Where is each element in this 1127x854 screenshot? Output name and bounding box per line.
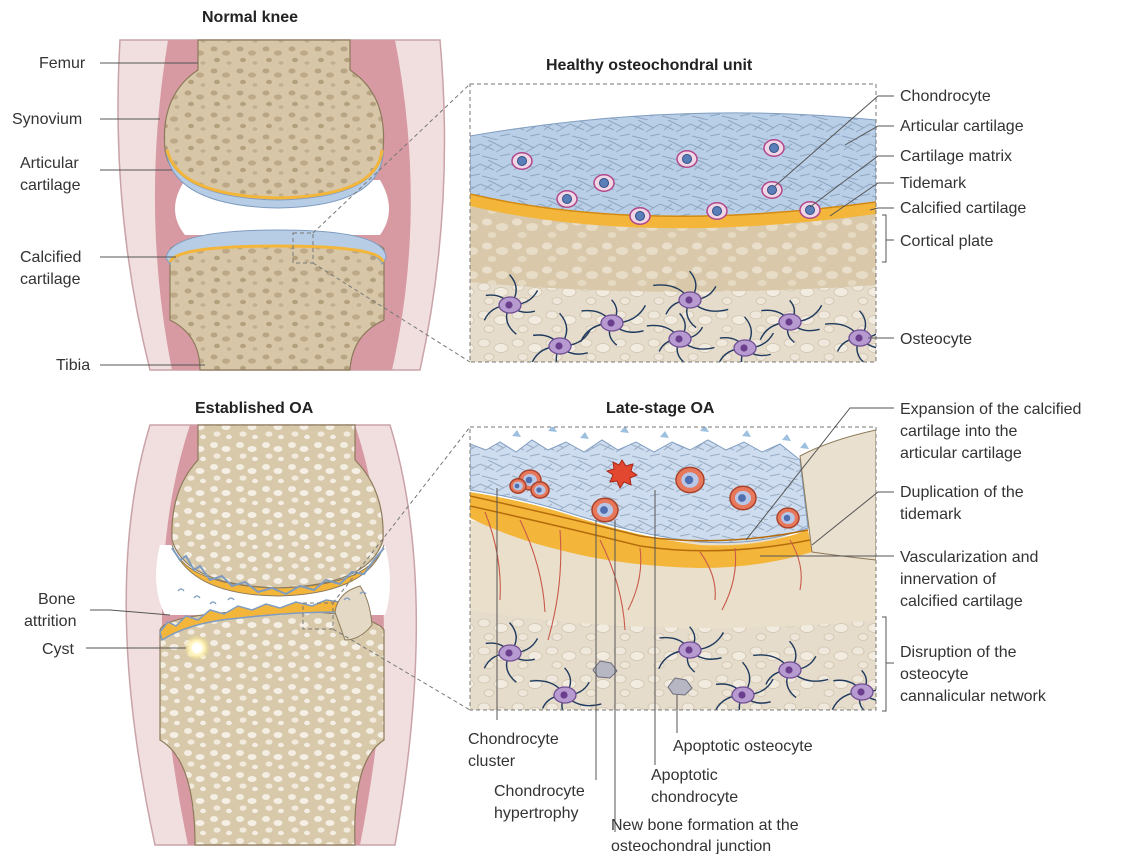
label-cartilage-matrix: Cartilage matrix [900,148,1012,165]
label-expansion-line3: articular cartilage [900,445,1022,462]
title-established-oa: Established OA [195,400,314,417]
label-disruption-line3: cannalicular network [900,688,1047,705]
label-apoptotic-chondrocyte-line2: chondrocyte [651,789,738,806]
label-disruption-line1: Disruption of the [900,644,1017,661]
label-tibia: Tibia [56,357,90,374]
label-hypertrophy-line2: hypertrophy [494,805,579,822]
chondrocyte [512,153,532,169]
hypertrophic-chondrocyte [531,482,549,498]
chondrocyte [800,202,820,218]
label-articular-cartilage: Articular cartilage [900,118,1024,135]
late-stage-panel [470,425,894,727]
label-duplication-line1: Duplication of the [900,484,1024,501]
title-late-stage-oa: Late-stage OA [606,400,715,417]
label-new-bone-line1: New bone formation at the [611,817,799,834]
label-vascular-line1: Vascularization and [900,549,1038,566]
label-disruption-line2: osteocyte [900,666,969,683]
chondrocyte [762,182,782,198]
osteocyte [554,687,576,703]
label-synovium: Synovium [12,111,82,128]
osteocyte [779,662,801,678]
hypertrophic-chondrocyte [676,467,704,492]
label-expansion-line2: cartilage into the [900,423,1018,440]
title-healthy-unit: Healthy osteochondral unit [546,57,753,74]
osteocyte [732,687,754,703]
label-calcified-line2: cartilage [20,271,81,288]
label-tidemark: Tidemark [900,175,967,192]
label-expansion-line1: Expansion of the calcified [900,401,1081,418]
osteocyte [499,645,521,661]
label-calcified-cartilage: Calcified cartilage [900,200,1026,217]
label-articular-line2: cartilage [20,177,81,194]
label-femur: Femur [39,55,86,72]
osteocyte [499,297,521,313]
label-cortical-plate: Cortical plate [900,233,993,250]
label-cyst: Cyst [42,641,75,658]
label-calcified-line1: Calcified [20,249,81,266]
osteocyte [601,315,623,331]
chondrocyte [594,175,614,191]
chondrocyte [630,208,650,224]
osteocyte [679,642,701,658]
hypertrophic-chondrocyte [510,479,526,493]
chondrocyte [557,191,577,207]
osteocyte [851,684,873,700]
label-new-bone-line2: osteochondral junction [611,838,771,854]
osteocyte [734,340,756,356]
title-normal-knee: Normal knee [202,9,298,26]
chondrocyte [677,151,697,167]
label-chondrocyte: Chondrocyte [900,88,991,105]
hypertrophic-chondrocyte [730,486,756,509]
normal-knee [118,40,445,370]
hypertrophic-chondrocyte [777,508,799,528]
label-vascular-line3: calcified cartilage [900,593,1023,610]
osteocyte [679,292,701,308]
osteocyte [549,338,571,354]
chondrocyte [707,203,727,219]
tibia [170,236,384,370]
osteocyte [669,331,691,347]
label-duplication-line2: tidemark [900,506,962,523]
label-apoptotic-chondrocyte-line1: Apoptotic [651,767,718,784]
label-cluster-line1: Chondrocyte [468,731,559,748]
femur-oa [172,425,383,588]
label-articular-line1: Articular [20,155,79,172]
oa-knee [126,425,416,845]
label-vascular-line2: innervation of [900,571,997,588]
label-bone-attrition-line2: attrition [24,613,76,630]
label-hypertrophy-line1: Chondrocyte [494,783,585,800]
label-bone-attrition-line1: Bone [38,591,75,608]
osteocyte [779,314,801,330]
chondrocyte [764,140,784,156]
label-apoptotic-osteocyte: Apoptotic osteocyte [673,738,813,755]
osteocyte [849,330,871,346]
hypertrophic-chondrocyte [592,498,618,521]
healthy-unit-panel [470,84,896,378]
label-cluster-line2: cluster [468,753,516,770]
label-osteocyte: Osteocyte [900,331,972,348]
